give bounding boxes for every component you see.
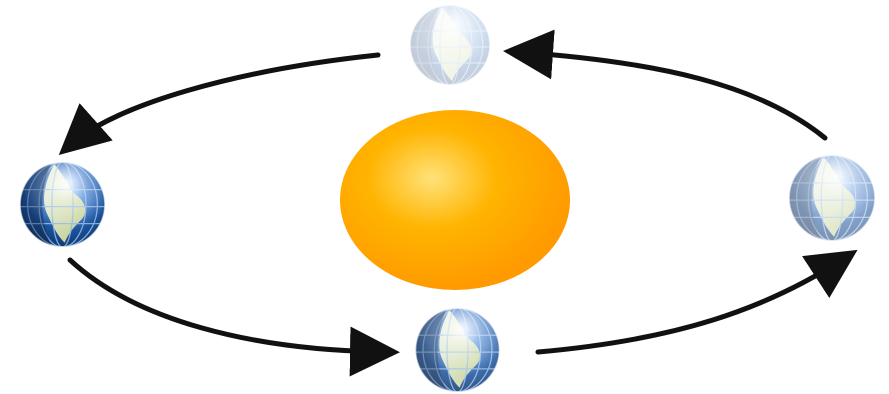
orbit-arrow-right-to-top — [518, 52, 825, 138]
orbit-arrow-bottom-to-right — [538, 258, 845, 352]
earth-right — [789, 155, 875, 241]
sun — [340, 110, 570, 290]
orbit-arrow-top-to-left — [70, 55, 378, 145]
earth-left — [20, 162, 105, 247]
earth-top — [410, 5, 490, 85]
orbit-arrow-left-to-bottom — [70, 260, 385, 352]
earth-bottom — [416, 308, 500, 392]
